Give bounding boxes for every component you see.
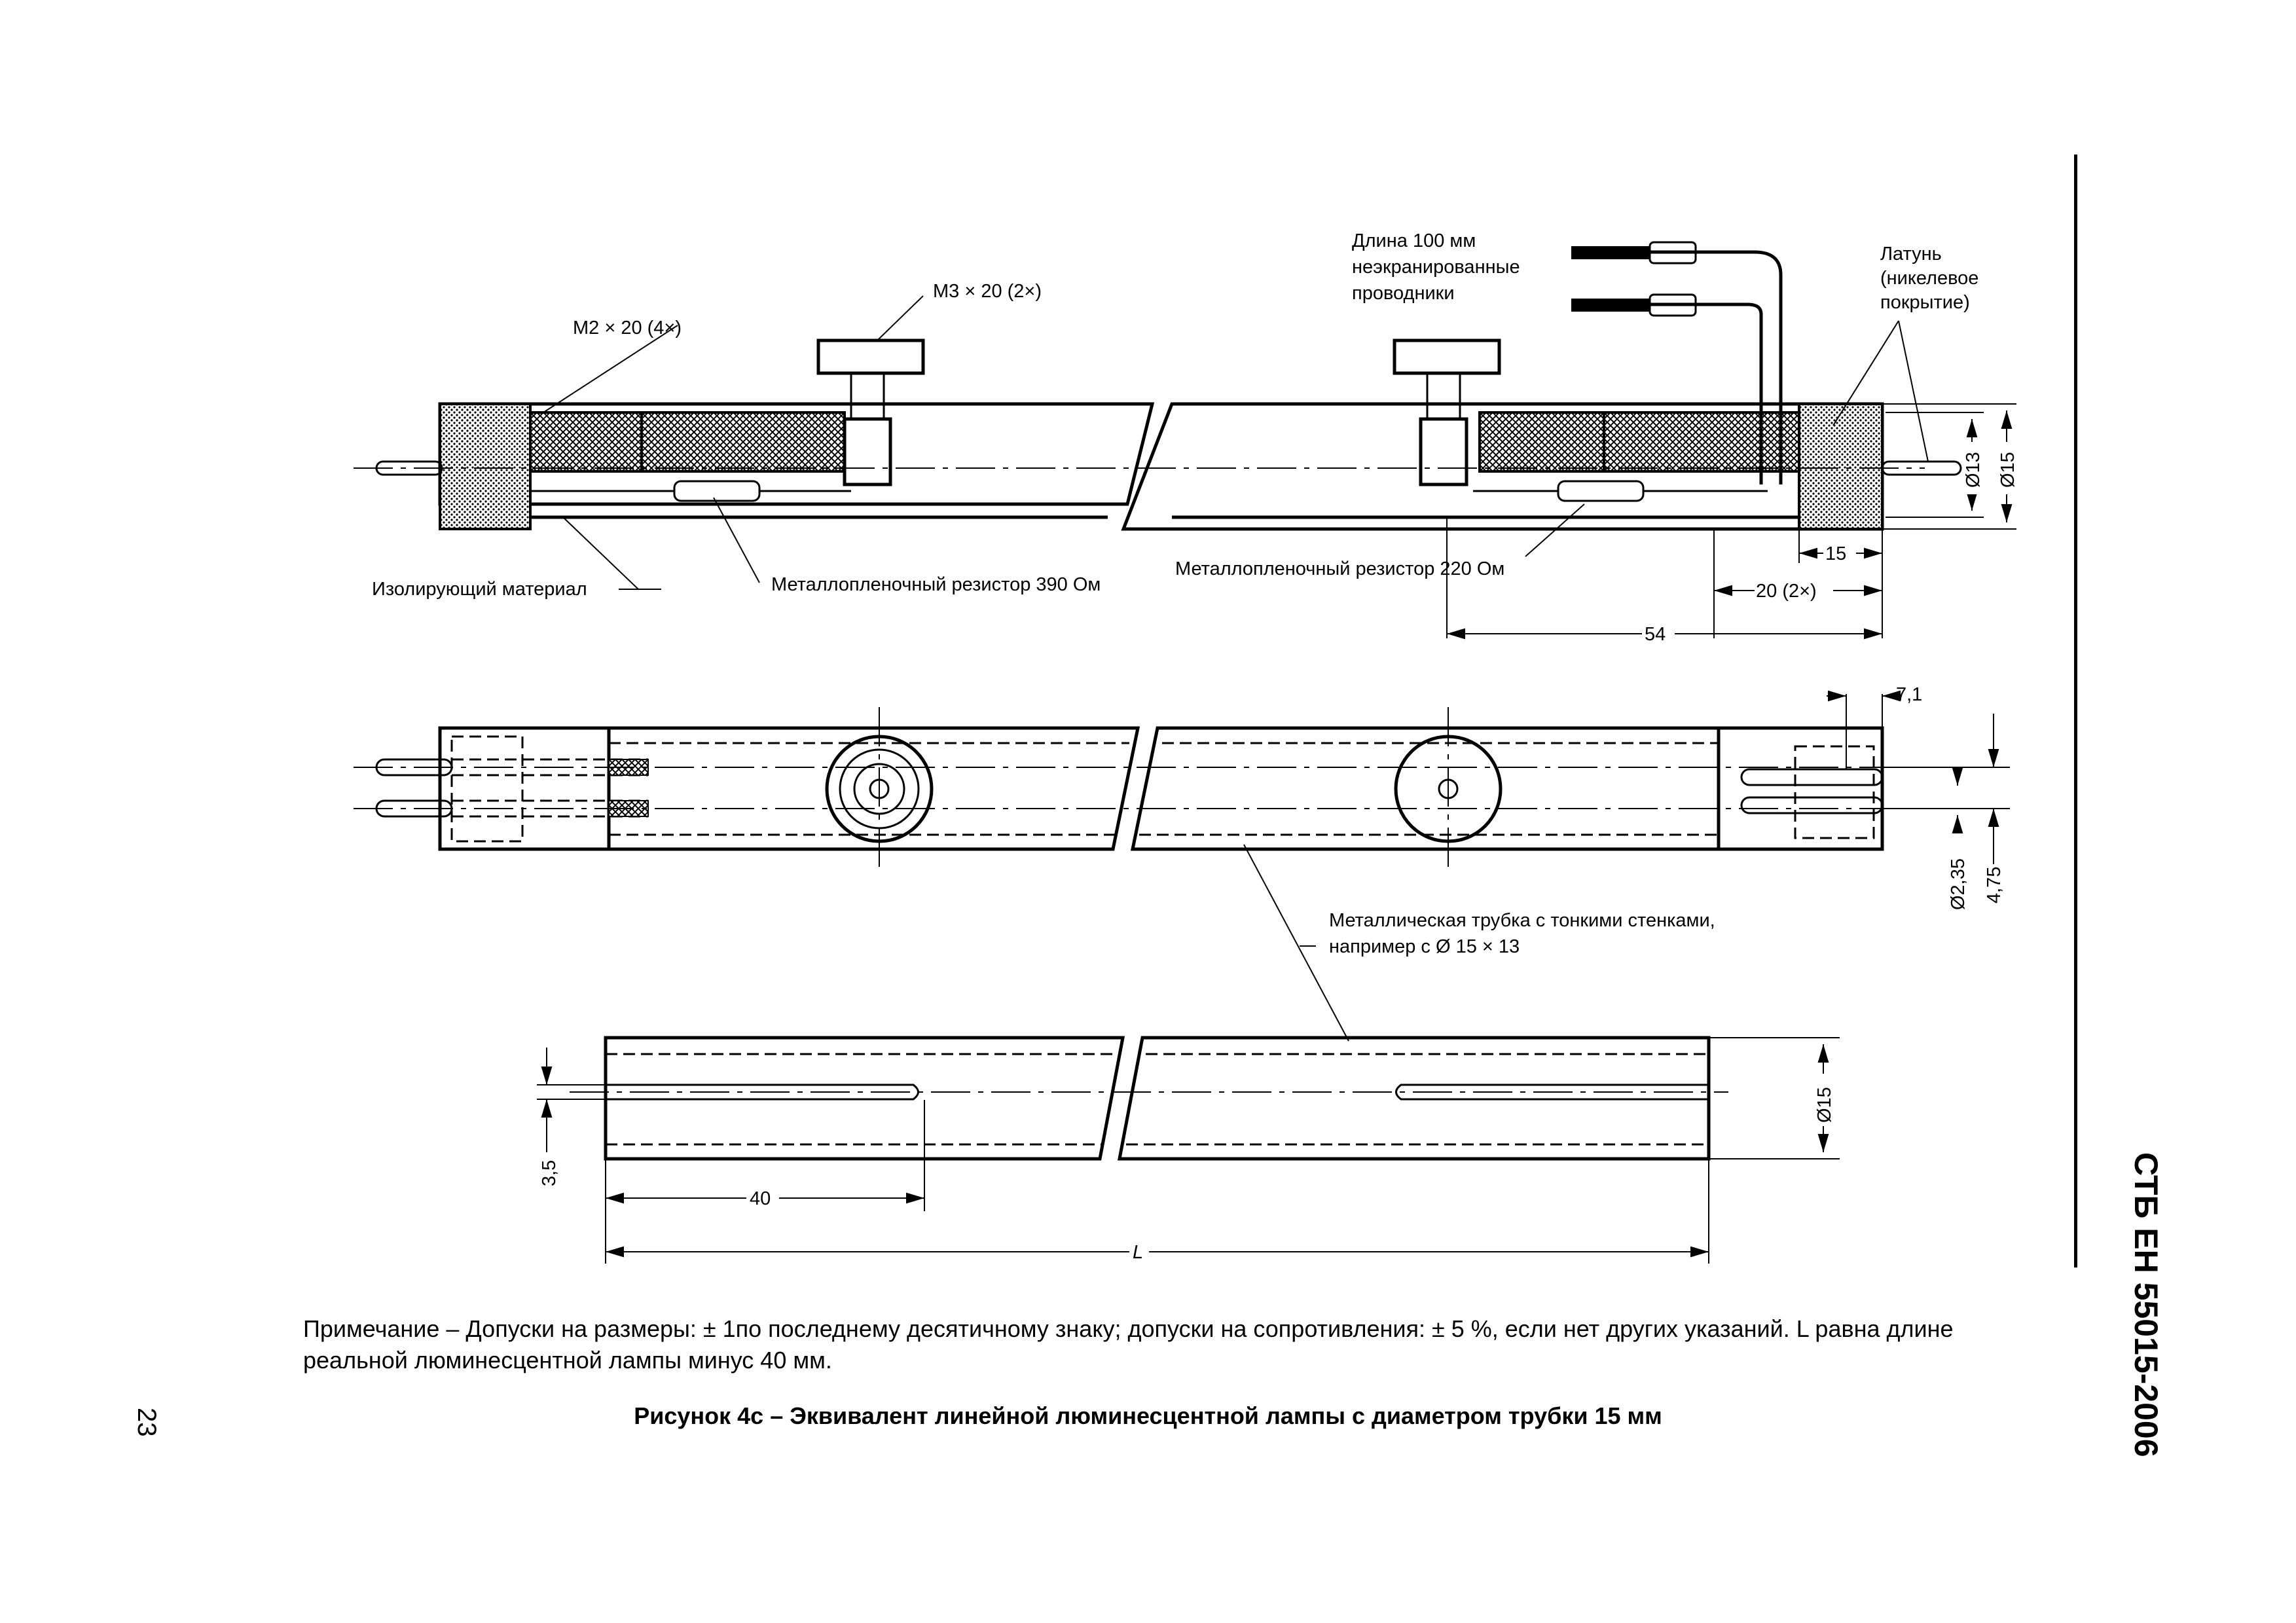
dim-d15: Ø15 <box>1997 452 2018 488</box>
wire-length-label-2: неэкранированные <box>1352 257 1520 278</box>
resistor-220-label: Металлопленочный резистор 220 Ом <box>1175 558 1504 579</box>
dim-3-5: 3,5 <box>539 1160 560 1186</box>
dim-54: 54 <box>1645 624 1666 645</box>
wire-length-label-3: проводники <box>1352 283 1455 304</box>
tube-view <box>570 1036 1728 1161</box>
dim-20: 20 (2×) <box>1756 581 1817 602</box>
wire-length-label-1: Длина 100 мм <box>1352 230 1476 251</box>
dim-d13: Ø13 <box>1963 452 1984 488</box>
metal-tube-label-2: например с Ø 15 × 13 <box>1329 936 1520 957</box>
dim-d2-35: Ø2,35 <box>1948 858 1969 910</box>
margin-rule <box>2074 155 2077 1267</box>
dim-d15-bottom: Ø15 <box>1814 1087 1835 1123</box>
insulating-material-label: Изолирующий материал <box>372 579 587 600</box>
brass-label-1: Латунь <box>1880 244 1942 264</box>
resistor-390-label: Металлопленочный резистор 390 Ом <box>771 574 1101 595</box>
plan-view <box>354 707 1925 871</box>
dimension-note: Примечание – Допуски на размеры: ± 1по п… <box>303 1315 1954 1374</box>
metal-tube-label-1: Металлическая трубка с тонкими стенками, <box>1329 910 1715 931</box>
sectional-view <box>354 241 1962 531</box>
dim-7-1: 7,1 <box>1896 684 1922 705</box>
figure-caption: Рисунок 4с – Эквивалент линейной люминес… <box>634 1402 1662 1429</box>
dim-4-75: 4,75 <box>1984 867 2005 903</box>
m3-screws-label: M3 × 20 (2×) <box>933 281 1042 302</box>
plan-dimensions <box>1827 690 2010 864</box>
m2-screws-label: M2 × 20 (4×) <box>573 318 682 338</box>
page-number: 23 <box>132 1408 161 1437</box>
dim-L: L <box>1133 1242 1143 1263</box>
top-leaders <box>543 295 1929 590</box>
standard-code: СТБ ЕН 55015-2006 <box>2128 1152 2164 1457</box>
brass-label-2: (никелевое <box>1880 268 1978 289</box>
dim-15: 15 <box>1825 543 1846 564</box>
brass-label-3: покрытие) <box>1880 292 1970 313</box>
tube-dimensions <box>537 1037 1840 1264</box>
dim-40: 40 <box>750 1188 771 1209</box>
